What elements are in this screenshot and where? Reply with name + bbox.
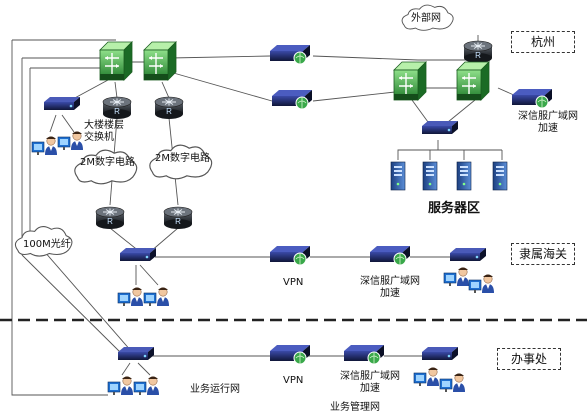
wan-accel-icon	[269, 245, 311, 266]
wan-accel-icon	[369, 245, 411, 266]
user-icon	[143, 287, 170, 307]
biz-mgmt-net-label: 业务管理网	[330, 402, 380, 413]
user-icon	[439, 373, 466, 393]
wan-accel-icon	[511, 88, 553, 109]
core-switch-icon	[393, 61, 427, 101]
core-switch-icon	[456, 61, 490, 101]
wan-accel-icon	[343, 344, 385, 365]
building-switch-label: 大楼楼层 交换机	[84, 120, 124, 143]
wan-accel-mid-label: 深信服广域网 加速	[360, 276, 420, 299]
cloud-label-circuit-a: 2M数字电路	[80, 157, 135, 168]
server-icon	[456, 161, 472, 191]
vpn-bottom-label: VPN	[283, 375, 304, 386]
wan-accel-top-label: 深信服广域网 加速	[518, 111, 578, 134]
access-switch-icon	[422, 121, 458, 134]
cloud-label-circuit-b: 2M数字电路	[155, 153, 210, 164]
user-icon	[117, 287, 144, 307]
user-icon	[57, 131, 84, 151]
wan-accel-icon	[269, 44, 311, 65]
user-icon	[413, 367, 440, 387]
access-switch-icon	[118, 347, 154, 360]
router-icon	[102, 96, 132, 120]
user-icon	[133, 376, 160, 396]
core-switch-icon	[99, 41, 133, 81]
core-switch-icon	[143, 41, 177, 81]
region-customs: 隶属海关	[511, 243, 575, 265]
user-icon	[107, 376, 134, 396]
user-icon	[468, 274, 495, 294]
server-icon	[390, 161, 406, 191]
cloud-label-external: 外部网	[411, 13, 441, 24]
user-icon	[31, 136, 58, 156]
access-switch-icon	[120, 248, 156, 261]
server-icon	[422, 161, 438, 191]
router-icon	[154, 96, 184, 120]
access-switch-icon	[44, 97, 80, 110]
router-icon	[163, 206, 193, 230]
access-switch-icon	[422, 347, 458, 360]
server-icon	[492, 161, 508, 191]
region-hangzhou: 杭州	[511, 31, 575, 53]
region-office: 办事处	[497, 348, 561, 370]
cloud-label-fiber: 100M光纤	[23, 239, 71, 250]
wan-accel-bottom-label: 深信服广域网 加速	[340, 371, 400, 394]
link-fiber-left	[11, 40, 108, 396]
access-switch-icon	[450, 248, 486, 261]
server-zone-label: 服务器区	[428, 201, 481, 216]
user-icon	[443, 267, 470, 287]
wan-accel-icon	[269, 344, 311, 365]
vpn-mid-label: VPN	[283, 277, 304, 288]
wan-accel-icon	[271, 89, 313, 110]
router-icon	[463, 40, 493, 64]
router-icon	[95, 206, 125, 230]
biz-ops-net-label: 业务运行网	[190, 384, 240, 395]
